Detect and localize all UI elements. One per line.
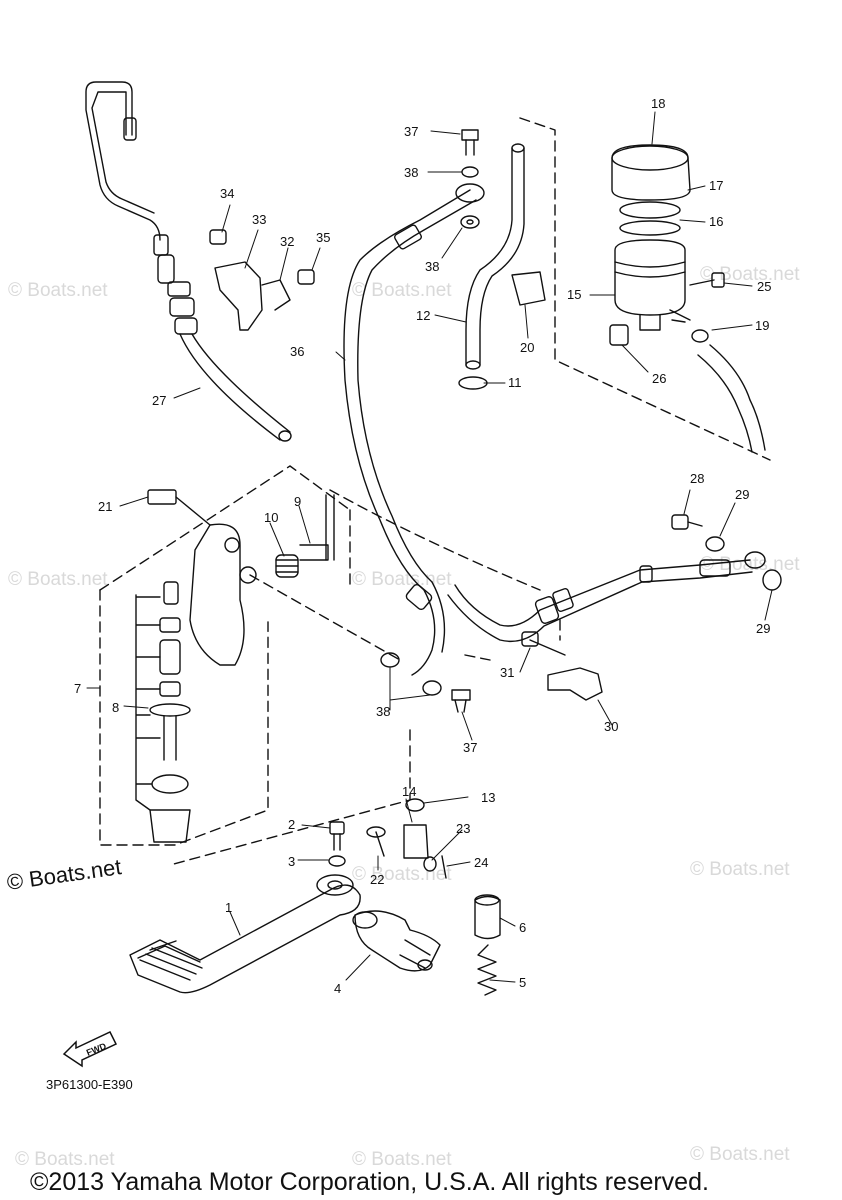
callout-9: 9 [294, 494, 301, 509]
watermark: © Boats.net [700, 554, 800, 575]
watermark: © Boats.net [690, 859, 790, 880]
callout-18: 18 [651, 96, 665, 111]
callout-1: 1 [225, 900, 232, 915]
callout-29: 29 [756, 621, 770, 636]
master-cylinder-kit [135, 581, 191, 843]
callout-16: 16 [709, 214, 723, 229]
bolt-2 [329, 821, 345, 835]
washer-23 [423, 856, 437, 872]
callout-labels: 1 2 3 4 5 6 7 8 9 10 11 12 13 14 15 16 1… [74, 96, 771, 996]
callout-35: 35 [316, 230, 330, 245]
hose-bracket-32 [209, 229, 315, 331]
callout-28: 28 [690, 471, 704, 486]
banjo-bolt-37-top [460, 129, 480, 229]
callout-34: 34 [220, 186, 234, 201]
banjo-bolt-37-bottom [380, 652, 471, 713]
callout-13: 13 [481, 790, 495, 805]
callout-20: 20 [520, 340, 534, 355]
diagram-code: 3P61300-E390 [46, 1077, 133, 1092]
callout-38: 38 [376, 704, 390, 719]
callout-23: 23 [456, 821, 470, 836]
callout-3: 3 [288, 854, 295, 869]
spring-5 [477, 944, 497, 996]
callout-5: 5 [519, 975, 526, 990]
callout-22: 22 [370, 872, 384, 887]
brake-hose-36 [343, 183, 485, 676]
callout-33: 33 [252, 212, 266, 227]
callout-30: 30 [604, 719, 618, 734]
callout-2: 2 [288, 817, 295, 832]
callout-31: 31 [500, 665, 514, 680]
copyright-text: ©2013 Yamaha Motor Corporation, U.S.A. A… [30, 1168, 709, 1196]
callout-4: 4 [334, 981, 341, 996]
brake-hose-lower [447, 551, 766, 643]
cotter-pin-24 [441, 855, 447, 879]
callout-38: 38 [404, 165, 418, 180]
watermark: © Boats.net [700, 264, 800, 285]
leader-lines [86, 111, 773, 983]
callout-6: 6 [519, 920, 526, 935]
callout-17: 17 [709, 178, 723, 193]
watermark: © Boats.net [8, 280, 108, 301]
callout-19: 19 [755, 318, 769, 333]
master-cylinder [147, 489, 335, 666]
reservoir-assembly [609, 144, 766, 453]
brake-hose-27 [85, 81, 292, 442]
collar-6 [474, 894, 501, 940]
watermarks: © Boats.net © Boats.net © Boats.net © Bo… [5, 264, 800, 1170]
watermark-dark: © Boats.net [5, 854, 123, 895]
watermark: © Boats.net [15, 1149, 115, 1170]
callout-24: 24 [474, 855, 488, 870]
pin-22 [366, 826, 386, 838]
watermark: © Boats.net [352, 864, 452, 885]
watermark: © Boats.net [352, 280, 452, 301]
watermark: © Boats.net [352, 1149, 452, 1170]
bolt-28 [671, 514, 689, 530]
callout-29: 29 [735, 487, 749, 502]
callout-15: 15 [567, 287, 581, 302]
watermark: © Boats.net [352, 569, 452, 590]
callout-37: 37 [404, 124, 418, 139]
hose-bracket-30 [521, 631, 603, 701]
callout-36: 36 [290, 344, 304, 359]
washer-3 [328, 855, 346, 867]
callout-27: 27 [152, 393, 166, 408]
callout-12: 12 [416, 308, 430, 323]
callout-7: 7 [74, 681, 81, 696]
hose-clamp-20 [511, 271, 546, 306]
clevis-14 [403, 824, 429, 859]
watermark: © Boats.net [690, 1144, 790, 1165]
callout-14: 14 [402, 784, 416, 799]
callout-26: 26 [652, 371, 666, 386]
watermark: © Boats.net [8, 569, 108, 590]
callout-10: 10 [264, 510, 278, 525]
callout-8: 8 [112, 700, 119, 715]
callout-32: 32 [280, 234, 294, 249]
fwd-arrow-icon: FWD [62, 1031, 118, 1068]
pedal-shaft-4 [352, 910, 441, 972]
nut-13 [405, 798, 425, 812]
reservoir-hose-12 [465, 143, 525, 370]
callout-37: 37 [463, 740, 477, 755]
callout-25: 25 [757, 279, 771, 294]
callout-38: 38 [425, 259, 439, 274]
washer-29 [705, 536, 725, 552]
callout-11: 11 [508, 375, 522, 390]
reference-lines [99, 117, 771, 866]
brake-pedal [129, 874, 361, 994]
hose-clamp-11 [458, 376, 488, 390]
callout-21: 21 [98, 499, 112, 514]
